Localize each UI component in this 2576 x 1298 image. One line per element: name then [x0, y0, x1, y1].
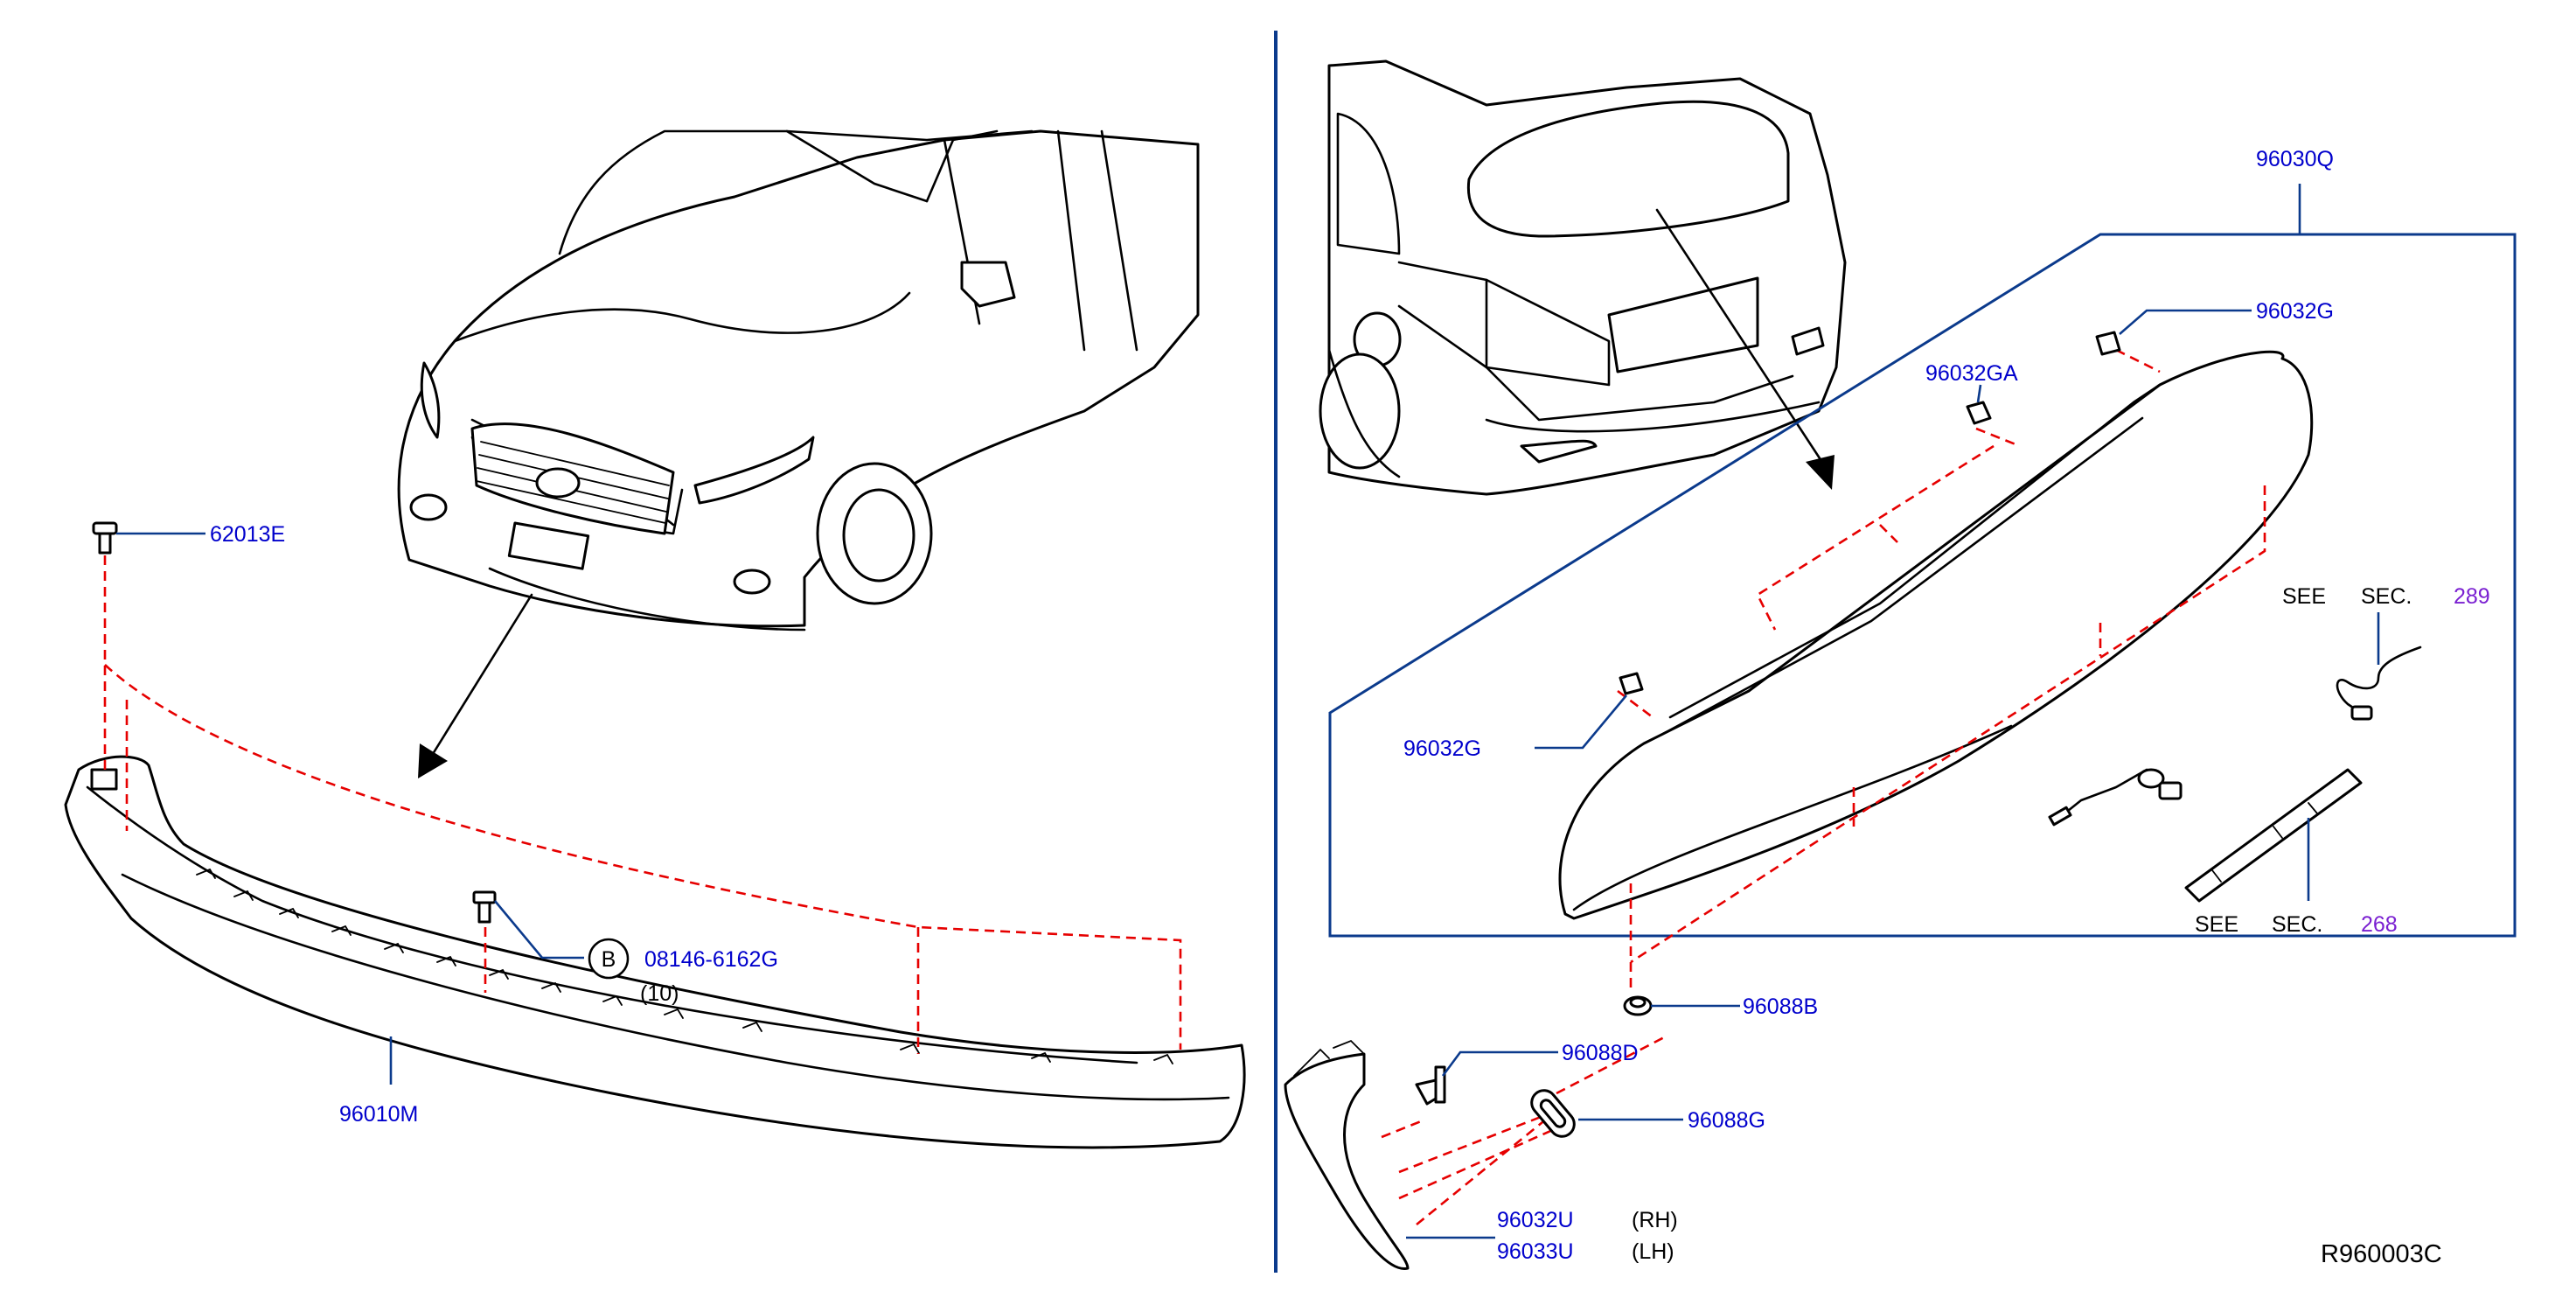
clip-96032GA-icon: [1966, 401, 1992, 425]
see-268-label: SEE: [2195, 912, 2238, 937]
label-96088G: 96088G: [1688, 1108, 1765, 1133]
label-96032GA: 96032GA: [1925, 361, 2018, 386]
label-62013E: 62013E: [210, 522, 285, 547]
front-lower-trim-96010M: [64, 755, 1246, 1149]
bolt-marker-b: B: [602, 947, 616, 972]
diagram-reference-code: R960003C: [2321, 1240, 2442, 1268]
label-96032G-left: 96032G: [1403, 736, 1481, 761]
rear-vehicle-illustration: [1319, 59, 1847, 496]
label-96033U: 96033U: [1497, 1239, 1574, 1264]
rear-dashed-guides: [1381, 348, 2266, 1226]
label-qty-10: (10): [640, 981, 679, 1006]
bolt-08146-icon: [472, 890, 497, 924]
rear-bumper-fascia: [1558, 350, 2314, 920]
sec-268-label: SEC.: [2272, 912, 2322, 937]
front-dashed-guides: [103, 555, 1182, 1054]
clip-96032G-top-icon: [2095, 331, 2121, 356]
label-96088B: 96088B: [1743, 994, 1818, 1019]
label-96010M: 96010M: [339, 1102, 418, 1127]
assembly-frame-96030Q: [1328, 184, 2517, 938]
label-96032U: 96032U: [1497, 1208, 1574, 1232]
lamp-socket-icon: [2048, 768, 2183, 827]
label-rh: (RH): [1632, 1208, 1678, 1232]
front-vehicle-illustration: [397, 129, 1200, 778]
label-96030Q: 96030Q: [2256, 147, 2334, 171]
license-lamp-bar-icon: [2184, 768, 2363, 903]
push-clip-96088D-icon: [1415, 1065, 1446, 1106]
label-96088D: 96088D: [1562, 1041, 1639, 1065]
wire-harness-icon: [2336, 646, 2422, 721]
label-08146-6162G: 08146-6162G: [644, 947, 778, 972]
sec-289-number: 289: [2454, 584, 2490, 609]
bolt-marker-circle: [588, 938, 630, 980]
sec-289-label: SEC.: [2361, 584, 2412, 609]
see-289-label: SEE: [2282, 584, 2326, 609]
label-96032G-top: 96032G: [2256, 299, 2334, 324]
corner-moulding-96032U-icon: [1284, 1039, 1410, 1270]
grommet-96088B-icon: [1623, 995, 1653, 1016]
seal-96088G-icon: [1530, 1089, 1576, 1138]
clip-96032G-left-icon: [1619, 672, 1644, 695]
clip-62013E-icon: [92, 521, 118, 555]
label-lh: (LH): [1632, 1239, 1674, 1264]
sec-268-number: 268: [2361, 912, 2398, 937]
